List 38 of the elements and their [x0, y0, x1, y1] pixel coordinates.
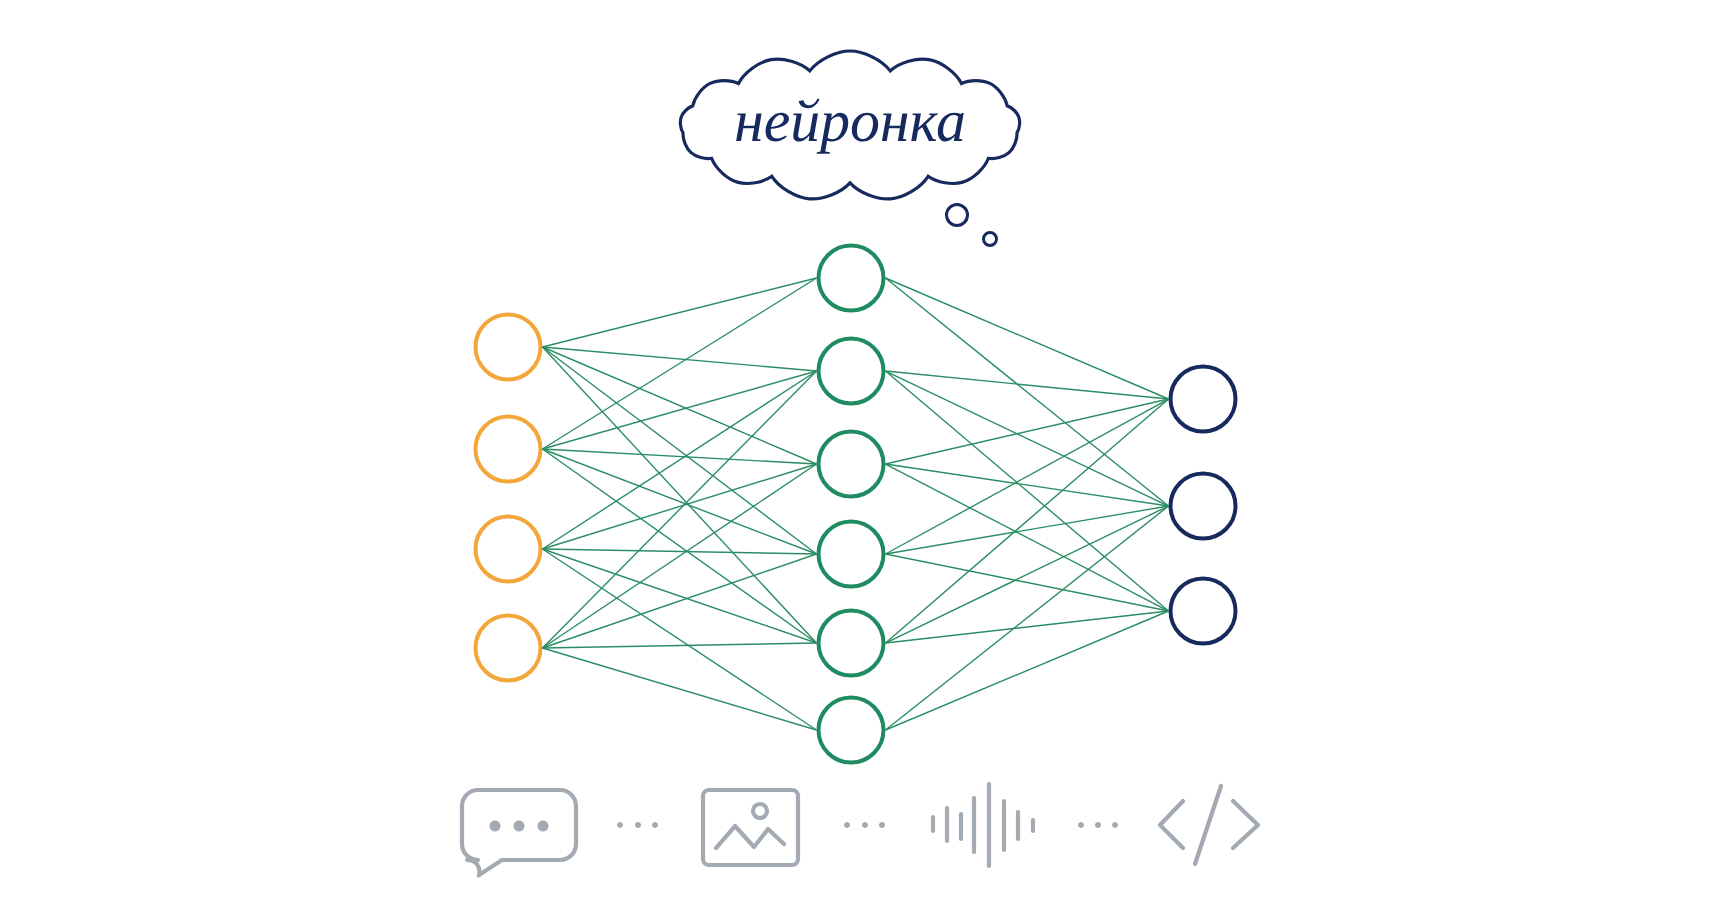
connection-line	[541, 448, 818, 555]
connection-line	[541, 277, 818, 450]
neuron-circle	[816, 336, 886, 406]
connection-line	[884, 370, 1170, 400]
connection-line	[884, 610, 1170, 644]
connection-line	[884, 398, 1170, 644]
neuron-circle	[816, 243, 886, 313]
neuron-circle	[473, 414, 543, 484]
neuron-circle	[816, 695, 886, 765]
connection-line	[541, 642, 818, 649]
connection-line	[884, 505, 1170, 555]
neuron-circle	[1168, 364, 1238, 434]
thought-cloud: нейронка	[678, 49, 1022, 201]
neuron-circle	[1168, 471, 1238, 541]
neuron-circle	[816, 429, 886, 499]
connection-line	[884, 505, 1170, 644]
connection-line	[884, 463, 1170, 507]
connection-line	[884, 398, 1170, 555]
neuron-circle	[816, 608, 886, 678]
connection-line	[884, 370, 1170, 507]
connection-line	[541, 346, 818, 372]
connection-line	[884, 277, 1170, 507]
neuron-circle	[473, 312, 543, 382]
connection-line	[884, 610, 1170, 731]
neuron-circle	[473, 514, 543, 584]
connection-line	[541, 647, 818, 731]
connection-line	[884, 277, 1170, 400]
connection-line	[541, 346, 818, 465]
connection-line	[541, 548, 818, 555]
neuron-circle	[473, 613, 543, 683]
connection-line	[884, 553, 1170, 612]
connection-line	[884, 370, 1170, 612]
connection-line	[884, 463, 1170, 612]
connection-line	[541, 448, 818, 465]
connection-line	[541, 548, 818, 731]
neuron-circle	[1168, 576, 1238, 646]
neuron-circle	[816, 519, 886, 589]
connection-line	[884, 505, 1170, 731]
